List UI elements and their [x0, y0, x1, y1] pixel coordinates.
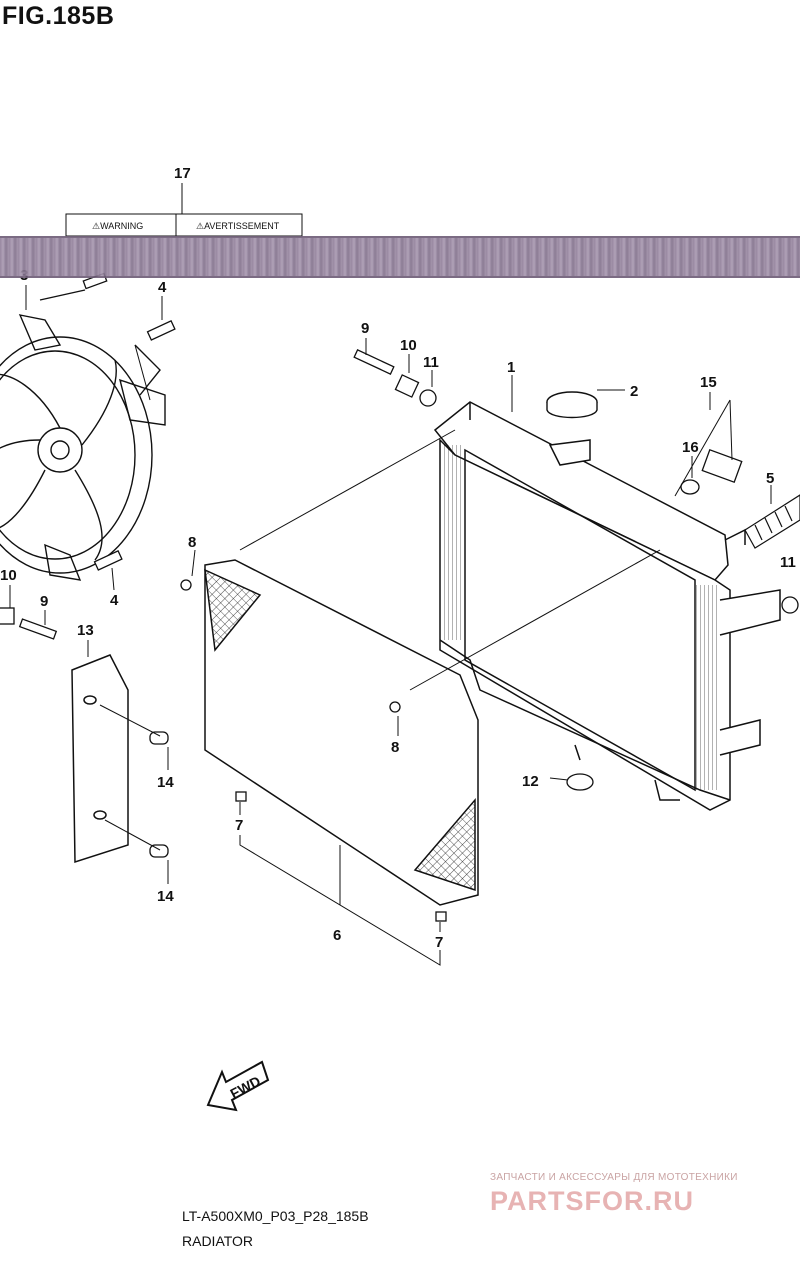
callout-5: 5 — [766, 470, 774, 487]
screw-group — [149, 579, 594, 922]
callout-14: 14 — [157, 774, 174, 791]
cooling-fan-assembly — [0, 289, 166, 581]
leader-lines — [9, 285, 772, 966]
watermark-logo: PARTSFOR.RU — [490, 1186, 694, 1216]
callout-1: 1 — [507, 359, 515, 376]
callout-7: 7 — [435, 934, 443, 951]
callout-13: 13 — [77, 622, 94, 639]
callout-14: 14 — [157, 888, 174, 905]
callout-17: 17 — [174, 165, 191, 182]
deflector-plate — [71, 654, 129, 864]
radiator-core — [433, 401, 781, 811]
callout-2: 2 — [630, 383, 638, 400]
callout-16: 16 — [682, 439, 699, 456]
watermark-tagline: ЗАПЧАСТИ И АКСЕССУАРЫ ДЛЯ МОТОТЕХНИКИ — [490, 1172, 738, 1183]
callout-7: 7 — [235, 817, 243, 834]
callout-12: 12 — [522, 773, 539, 790]
radiator-cap — [546, 391, 598, 419]
bolt-group — [0, 272, 799, 640]
callout-15: 15 — [700, 374, 717, 391]
forward-direction-arrow: FWD — [206, 1060, 270, 1112]
callout-10: 10 — [400, 337, 417, 354]
callout-11: 11 — [780, 554, 796, 571]
radiator-screen — [204, 559, 479, 906]
scan-artifact-band — [0, 236, 800, 278]
diagram-name: RADIATOR — [182, 1233, 254, 1249]
callout-8: 8 — [391, 739, 399, 756]
callout-8: 8 — [188, 534, 196, 551]
figure-title: FIG.185B — [2, 2, 115, 30]
callout-4: 4 — [110, 592, 119, 609]
callout-9: 9 — [40, 593, 48, 610]
callout-6: 6 — [333, 927, 341, 944]
callout-9: 9 — [361, 320, 369, 337]
callout-11: 11 — [423, 354, 439, 371]
fan-switch — [680, 449, 743, 495]
warning-left-text: ⚠WARNING — [92, 221, 143, 231]
diagram-code: LT-A500XM0_P03_P28_185B — [182, 1208, 369, 1224]
callout-10: 10 — [0, 567, 17, 584]
callout-4: 4 — [158, 279, 167, 296]
warning-right-text: ⚠AVERTISSEMENT — [196, 221, 280, 231]
radiator-hose — [744, 494, 800, 549]
